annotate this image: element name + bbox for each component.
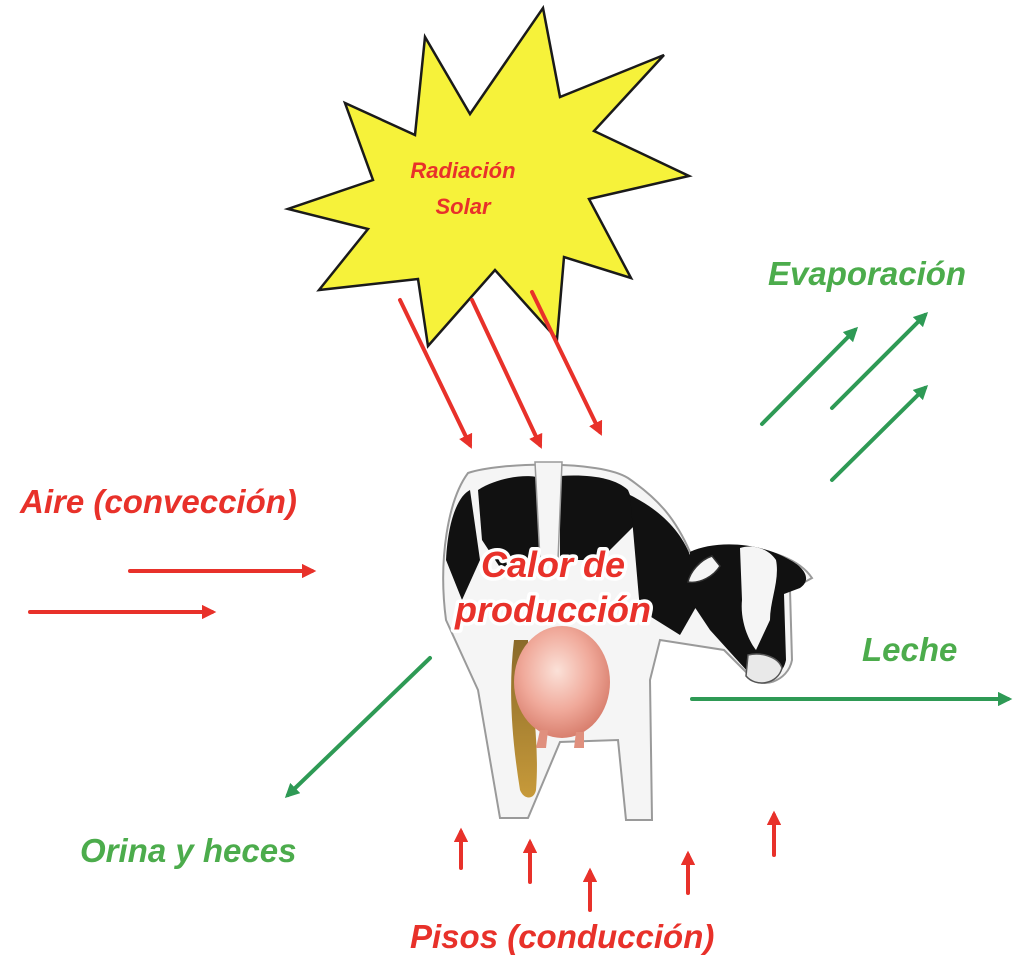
sun-label-line2: Solar <box>435 194 491 219</box>
air-convection-label: Aire (convección) <box>19 483 297 520</box>
cow-image <box>443 462 812 820</box>
evaporation-arrow <box>832 388 925 480</box>
evaporation-arrow <box>762 330 855 424</box>
evaporation-label: Evaporación <box>768 255 966 292</box>
sun-label-line1: Radiación <box>410 158 515 183</box>
urine-feces-label: Orina y heces <box>80 832 296 869</box>
solar-radiation-arrow <box>472 300 540 445</box>
floors-conduction-label: Pisos (conducción) <box>410 918 714 955</box>
milk-label: Leche <box>862 631 957 668</box>
evaporation-arrow <box>832 315 925 408</box>
solar-radiation-arrow <box>532 292 600 432</box>
production-heat-label-line2: producción <box>454 589 651 630</box>
production-heat-label-line1: Calor de <box>481 544 625 585</box>
urine-feces-arrow <box>288 658 430 795</box>
